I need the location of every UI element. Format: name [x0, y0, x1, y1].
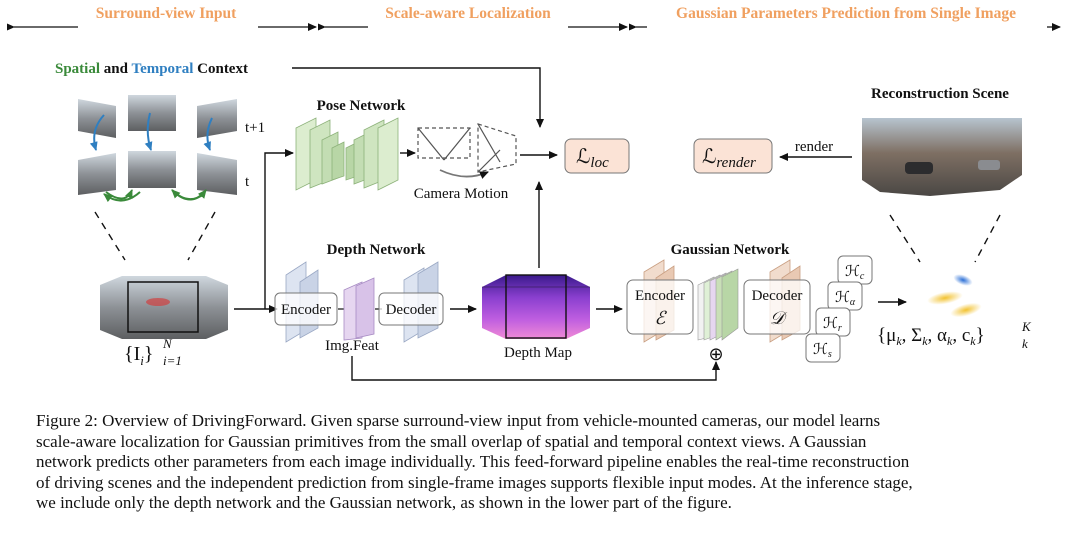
caption-line: we include only the depth network and th…: [36, 493, 732, 512]
svg-text:{μk, Σk, αk, ck}: {μk, Σk, αk, ck}: [877, 325, 985, 348]
img-feat-label: Img.Feat: [325, 338, 380, 354]
spatial-arrows: [103, 189, 207, 203]
svg-text:𝒟: 𝒟: [770, 308, 788, 328]
depth-network-title: Depth Network: [327, 242, 426, 258]
svg-text:ℋr: ℋr: [823, 316, 842, 334]
svg-text:K: K: [1021, 319, 1032, 334]
depth-map-label: Depth Map: [504, 345, 572, 361]
context-label: Spatial and Temporal Context: [55, 61, 248, 77]
architecture-diagram: Surround-view Input Scale-aware Localiza…: [6, 5, 1061, 381]
time-label-current: t: [245, 174, 250, 190]
figure-caption: Figure 2: Overview of DrivingForward. Gi…: [36, 411, 1056, 514]
loss-loc-box: ℒloc: [564, 138, 630, 174]
reconstruction-title: Reconstruction Scene: [871, 86, 1009, 102]
gaussian-primitives: [927, 274, 982, 318]
pose-network-blocks: [295, 117, 399, 191]
gaussian-set-label: {μk, Σk, αk, ck} K k: [877, 319, 1032, 351]
dashed-guide-scene-left: [889, 214, 921, 263]
image-feature-block: [343, 277, 375, 341]
concat-symbol: ⊕: [708, 344, 723, 365]
svg-text:ℒloc: ℒloc: [576, 146, 609, 171]
svg-text:ℰ: ℰ: [655, 308, 668, 328]
gaussian-encoder-block: Encoder ℰ: [626, 259, 694, 343]
input-set-label: {Ii} N i=1: [124, 336, 182, 368]
section-title-scale-aware: Scale-aware Localization: [385, 5, 551, 22]
time-label-next: t+1: [245, 120, 265, 136]
gaussian-decoder-block: Decoder 𝒟: [743, 259, 811, 343]
reconstruction-image: [862, 118, 1022, 196]
camera-motion-label: Camera Motion: [414, 186, 509, 202]
camera-thumbnails: [78, 95, 237, 195]
dashed-guide-scene-right: [974, 214, 1001, 263]
context-to-loss-arrow: [292, 67, 544, 128]
svg-text:ℋs: ℋs: [813, 342, 832, 360]
temporal-arrows: [89, 112, 213, 151]
caption-line: scale-aware localization for Gaussian pr…: [36, 431, 867, 451]
svg-text:Encoder: Encoder: [281, 302, 331, 318]
svg-text:N: N: [162, 336, 173, 351]
svg-text:ℋα: ℋα: [835, 290, 856, 308]
dashed-guide-left: [94, 211, 126, 261]
depth-encoder-block: Encoder: [274, 261, 338, 343]
svg-text:k: k: [1022, 336, 1028, 351]
svg-text:Decoder: Decoder: [752, 288, 803, 304]
svg-text:Decoder: Decoder: [386, 302, 437, 318]
caption-line: of driving scenes and the independent pr…: [36, 472, 913, 492]
surround-panorama: [100, 276, 228, 339]
gaussian-feature-stack: [697, 268, 739, 341]
pose-network-title: Pose Network: [317, 98, 406, 114]
section-title-surround: Surround-view Input: [96, 5, 237, 22]
dashed-guide-right: [187, 211, 216, 261]
feature-skip-connection: [351, 356, 720, 381]
caption-line: network predicts other parameters from e…: [36, 452, 910, 471]
depth-map: [482, 274, 590, 339]
section-title-gaussian: Gaussian Parameters Prediction from Sing…: [676, 5, 1016, 22]
svg-text:{Ii}: {Ii}: [124, 343, 154, 368]
svg-text:ℒrender: ℒrender: [702, 146, 756, 171]
depth-decoder-block: Decoder: [378, 261, 444, 343]
svg-text:i=1: i=1: [163, 353, 182, 368]
loss-render-box: ℒrender: [693, 138, 773, 174]
caption-line: Figure 2: Overview of DrivingForward. Gi…: [36, 411, 881, 430]
svg-text:ℋc: ℋc: [845, 264, 865, 282]
camera-motion-frustums: [417, 123, 517, 179]
prediction-heads: ℋc ℋα ℋr ℋs: [805, 255, 873, 363]
render-label: render: [795, 139, 833, 155]
panorama-to-pose-arrow: [264, 149, 294, 309]
svg-text:Encoder: Encoder: [635, 288, 685, 304]
gaussian-network-title: Gaussian Network: [671, 242, 790, 258]
